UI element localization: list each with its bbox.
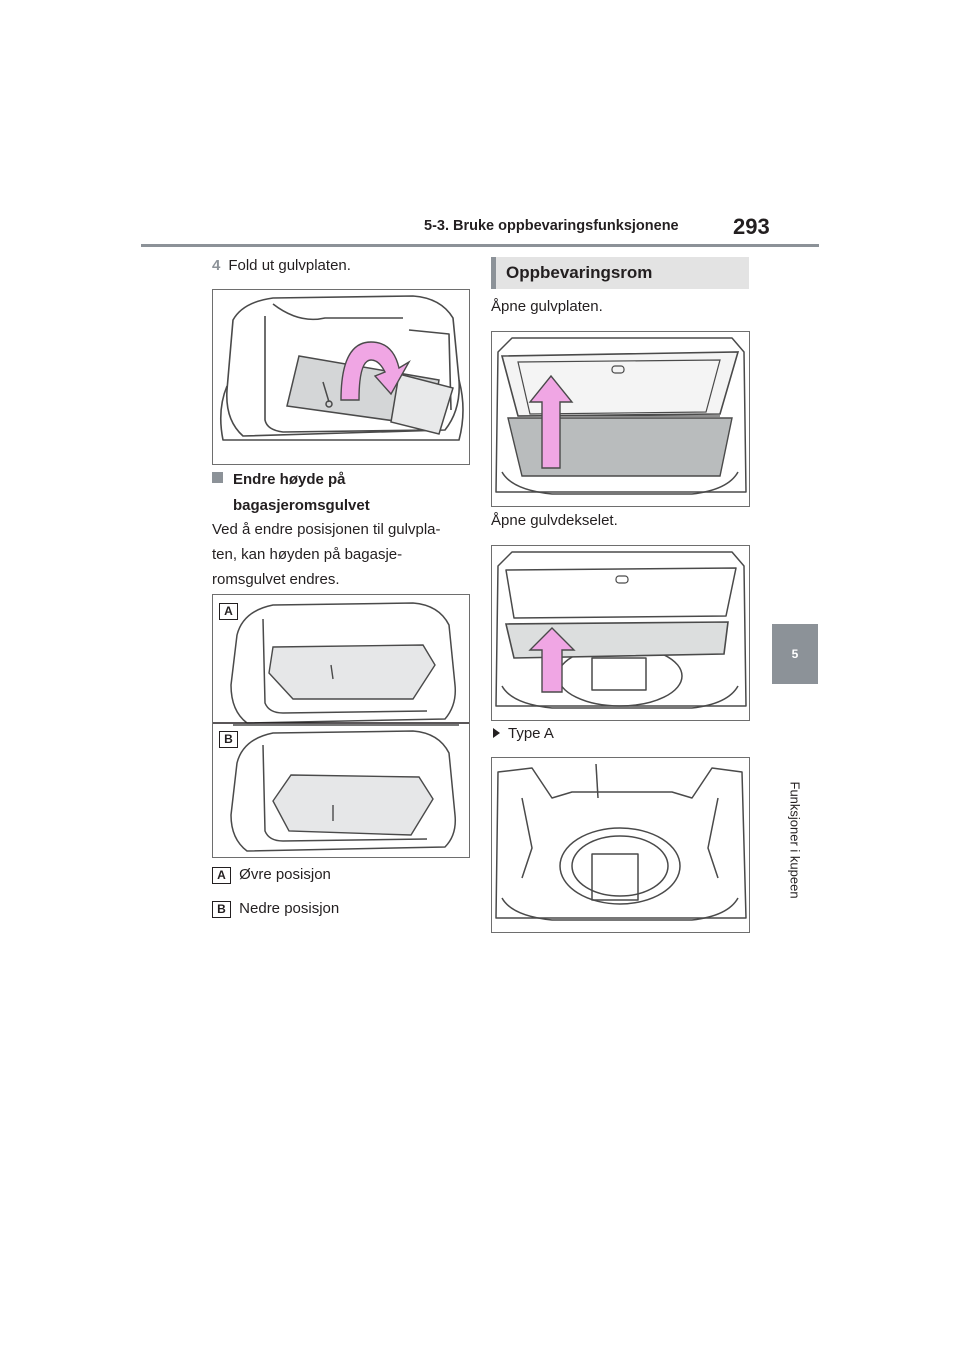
legend-label-b: B	[212, 901, 231, 918]
figure-open-floor-cover	[491, 545, 750, 721]
paragraph-line: Ved å endre posisjonen til gulvpla-	[212, 521, 441, 538]
figure-type-a-illustration	[495, 763, 747, 921]
chapter-tab: 5	[772, 624, 818, 684]
text-open-floor-board: Åpne gulvplaten.	[491, 298, 603, 315]
figure-open-cover-illustration	[495, 551, 747, 709]
legend-label-a: A	[212, 867, 231, 884]
figure-type-a-storage	[491, 757, 750, 933]
step-number: 4	[212, 257, 221, 274]
chapter-number: 5	[791, 647, 799, 661]
legend-text-upper: Øvre posisjon	[239, 866, 331, 883]
paragraph-line: romsgulvet endres.	[212, 571, 340, 588]
page-number: 293	[733, 214, 770, 239]
header-rule	[141, 244, 819, 247]
subheading-line-2: bagasjeromsgulvet	[233, 497, 370, 514]
lift-arrow-icon	[528, 627, 576, 693]
bullet-type-a-text: Type A	[508, 725, 554, 742]
figure-open-floor-board	[491, 331, 750, 507]
figure-open-board-illustration	[495, 337, 747, 495]
legend-item-lower: B Nedre posisjon	[212, 900, 339, 918]
step-4: 4 Fold ut gulvplaten.	[212, 257, 351, 274]
figure-floor-positions: A B	[212, 594, 470, 858]
section-heading-storage: Oppbevaringsrom	[491, 257, 749, 289]
text-open-floor-cover: Åpne gulvdekselet.	[491, 512, 618, 529]
triangle-bullet-icon	[493, 728, 500, 738]
section-title: 5-3. Bruke oppbevaringsfunksjonene	[424, 218, 679, 234]
step-text: Fold ut gulvplaten.	[228, 257, 351, 274]
square-bullet-icon	[212, 472, 223, 483]
figure-label-b: B	[219, 731, 238, 748]
figure-fold-floor-board	[212, 289, 470, 465]
fold-arrow-icon	[340, 341, 411, 401]
subheading-floor-height: Endre høyde på bagasjeromsgulvet	[212, 467, 370, 519]
figure-fold-illustration	[219, 295, 464, 441]
figure-label-a: A	[219, 603, 238, 620]
paragraph-floor-height: Ved å endre posisjonen til gulvpla- ten,…	[212, 517, 441, 592]
chapter-title: Funksjoner i kupeen	[787, 781, 803, 899]
paragraph-line: ten, kan høyden på bagasje-	[212, 546, 403, 563]
legend-text-lower: Nedre posisjon	[239, 900, 340, 917]
bullet-type-a: Type A	[493, 725, 554, 742]
legend-item-upper: A Øvre posisjon	[212, 866, 331, 884]
lift-arrow-icon	[528, 374, 574, 469]
figure-positions-illustration	[213, 602, 469, 852]
subheading-line-1: Endre høyde på	[233, 471, 346, 488]
